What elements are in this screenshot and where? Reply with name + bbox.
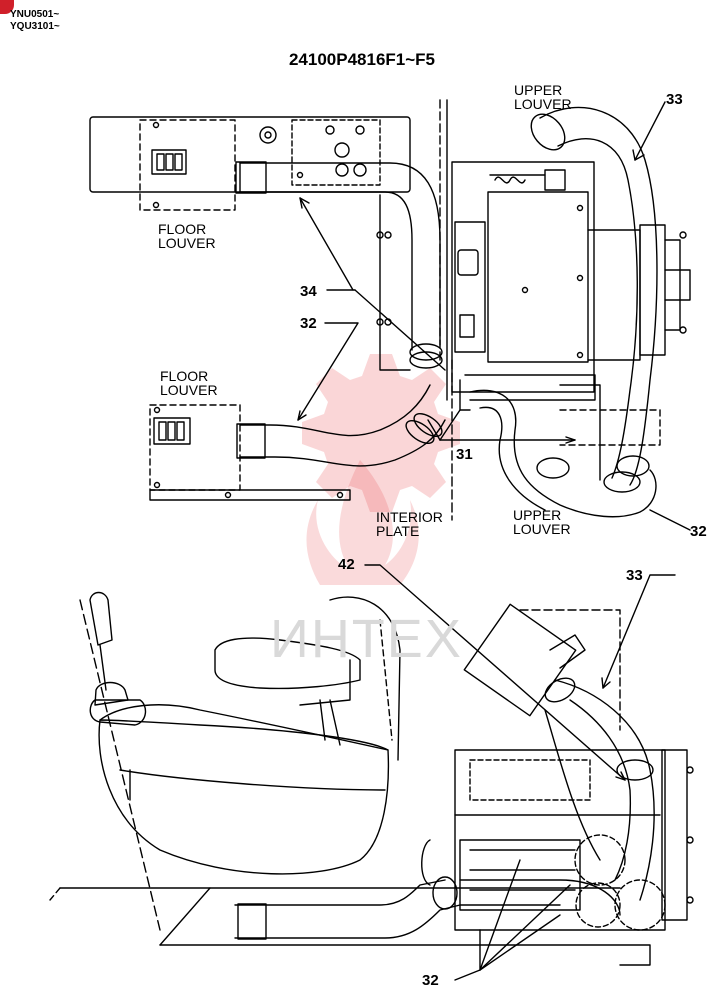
callout-33-top: 33	[666, 91, 683, 108]
duct-32-right	[469, 384, 661, 518]
corner-badge	[0, 0, 14, 14]
callout-32-right: 32	[690, 523, 707, 540]
rear-heater-unit	[421, 749, 694, 931]
floor-louver-label-top-line2: LOUVER	[158, 235, 216, 251]
callout-34: 34	[300, 283, 317, 300]
interior-plate-label-line2: PLATE	[376, 523, 420, 539]
operator-seat	[98, 596, 401, 875]
diagram-title: 24100P4816F1~F5	[288, 50, 436, 69]
duct-33-side	[463, 603, 655, 901]
heater-unit	[451, 161, 641, 411]
callout-32-bottom: 32	[422, 972, 439, 989]
callout-42: 42	[338, 556, 355, 573]
serial-range-2: YQU3101~	[10, 21, 60, 32]
floor-louver-lower	[149, 404, 351, 501]
serial-range-1: YNU0501~	[10, 9, 60, 20]
upper-louver-label-top-line2: LOUVER	[514, 96, 572, 112]
watermark-gear	[302, 354, 460, 512]
upper-louver-label-top-line1: UPPER	[514, 82, 563, 98]
floor-louver-label-mid-line1: FLOOR	[160, 368, 209, 384]
interior-plate-label-line1: INTERIOR	[376, 509, 443, 525]
cab-floor	[49, 599, 651, 966]
callout-32-left: 32	[300, 315, 317, 332]
callout-33-mid: 33	[626, 567, 643, 584]
control-lever	[89, 591, 147, 726]
upper-louver-label-mid-line1: UPPER	[513, 507, 562, 523]
leader-lines-top	[297, 101, 691, 531]
floor-louver-label-mid-line2: LOUVER	[160, 382, 218, 398]
upper-dashboard-panel	[89, 116, 411, 211]
duct-33-top	[530, 106, 691, 493]
leader-lines-bottom	[364, 564, 676, 981]
watermark-text: ИНТЕХ	[270, 609, 463, 669]
watermark-flame	[306, 460, 419, 585]
callout-31: 31	[456, 446, 473, 463]
floor-louver-label-top-line1: FLOOR	[158, 221, 207, 237]
duct-32-left	[236, 384, 446, 467]
upper-louver-label-mid-line2: LOUVER	[513, 521, 571, 537]
